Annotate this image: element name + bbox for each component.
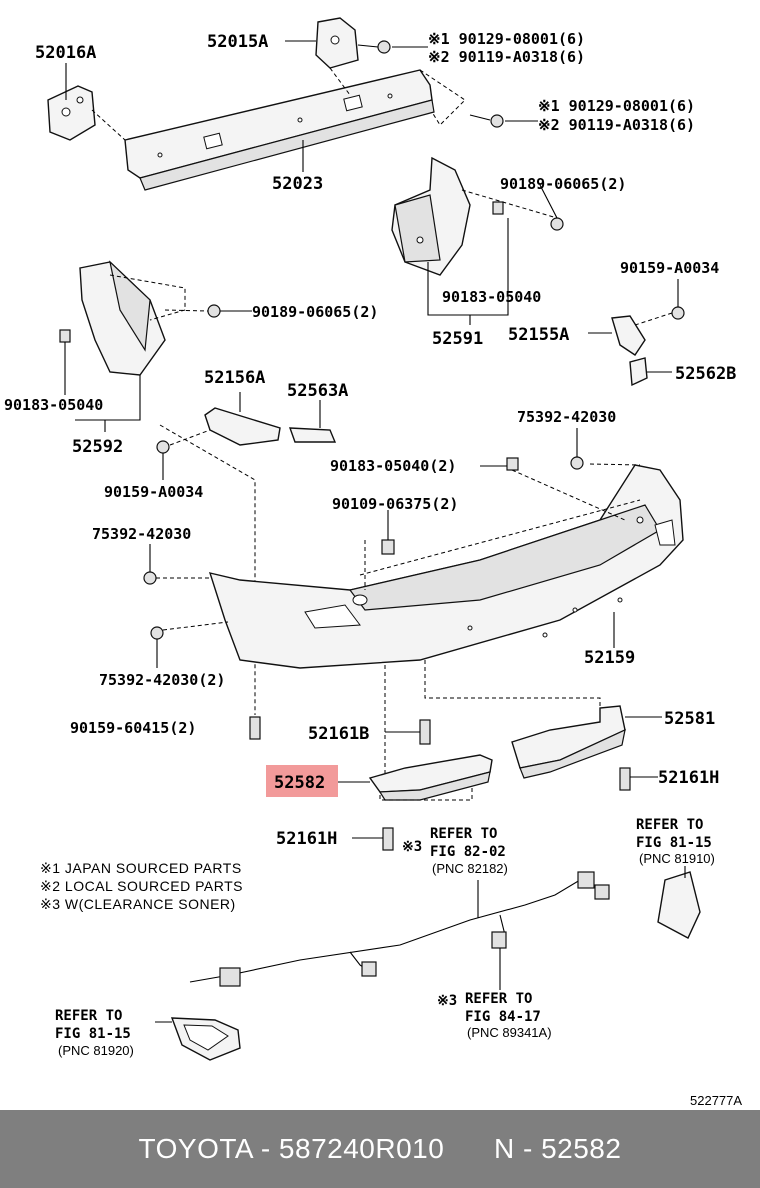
label-note2-b: ※2 90119-A0318(6)	[538, 116, 695, 134]
ref-title-8417: REFER TO	[465, 991, 532, 1007]
parts-diagram: 52016A 52015A ※1 90129-08001(6) ※2 90119…	[4, 17, 742, 1108]
clip-52562B[interactable]	[629, 357, 648, 387]
bolt-icon	[156, 440, 170, 454]
label-90183-center: 90183-05040(2)	[330, 457, 456, 475]
footer-part-number: TOYOTA - 587240R010 N - 52582	[138, 1133, 622, 1164]
ref-fig-8202[interactable]: FIG 82-02	[430, 844, 506, 860]
label-note1-a: ※1 90129-08001(6)	[428, 30, 585, 48]
bumper-cover-52159[interactable]	[208, 464, 684, 669]
label-90183-left: 90183-05040	[4, 396, 103, 414]
ref-title-8115-left: REFER TO	[55, 1008, 122, 1024]
label-90189-left: 90189-06065(2)	[252, 303, 378, 321]
bolt-icon	[671, 306, 685, 320]
ref-title-8202: REFER TO	[430, 826, 497, 842]
clip-icon	[381, 539, 395, 555]
bracket-52016A[interactable]	[47, 85, 96, 141]
label-75392-low: 75392-42030(2)	[99, 671, 225, 689]
label-90189-right: 90189-06065(2)	[500, 175, 626, 193]
label-52161H-right: 52161H	[658, 768, 719, 788]
label-52563A: 52563A	[287, 381, 348, 401]
clip-icon	[59, 329, 71, 343]
ref-pnc-81910: (PNC 81910)	[639, 851, 715, 866]
bolt-icon	[377, 40, 391, 54]
label-52016A: 52016A	[35, 43, 96, 63]
ref-fig-8417[interactable]: FIG 84-17	[465, 1009, 541, 1025]
ref-fig-8115-left[interactable]: FIG 81-15	[55, 1026, 131, 1042]
label-52015A: 52015A	[207, 32, 268, 52]
label-90109: 90109-06375(2)	[332, 495, 458, 513]
screw-icon	[207, 304, 221, 318]
label-52155A: 52155A	[508, 325, 569, 345]
note-2: ※2 LOCAL SOURCED PARTS	[40, 878, 243, 894]
label-52156A: 52156A	[204, 368, 265, 388]
bracket-52563A[interactable]	[288, 427, 337, 443]
highlight-box	[266, 765, 338, 797]
bracket-52581[interactable]	[511, 705, 626, 779]
bolt-icon	[570, 456, 584, 470]
ref-title-8115-right: REFER TO	[636, 817, 703, 833]
label-90159-60415: 90159-60415(2)	[70, 719, 196, 737]
label-note1-b: ※1 90129-08001(6)	[538, 97, 695, 115]
diagram-code: 522777A	[690, 1093, 742, 1108]
retainer-52591[interactable]	[391, 156, 471, 276]
label-90183-right: 90183-05040	[442, 288, 541, 306]
label-52023: 52023	[272, 174, 323, 194]
bolt-icon	[143, 571, 157, 585]
bracket-52156A[interactable]	[204, 407, 281, 446]
clip-icon	[506, 457, 519, 471]
label-52562B: 52562B	[675, 364, 736, 384]
ref-pnc-82182: (PNC 82182)	[432, 861, 508, 876]
ref-fig-8115-right[interactable]: FIG 81-15	[636, 835, 712, 851]
label-52581: 52581	[664, 709, 715, 729]
ref-part-81910	[657, 871, 701, 939]
bolt-icon	[490, 114, 504, 128]
bracket-52015A[interactable]	[315, 17, 359, 69]
bracket-52582[interactable]	[368, 754, 493, 801]
label-52161B: 52161B	[308, 724, 369, 744]
bracket-52155A[interactable]	[611, 315, 646, 356]
mark3-a: ※3	[402, 839, 422, 855]
retainer-52592[interactable]	[79, 260, 166, 376]
label-52592: 52592	[72, 437, 123, 457]
label-52159: 52159	[584, 648, 635, 668]
clip-52161H-left[interactable]	[382, 827, 394, 851]
note-3: ※3 W(CLEARANCE SONER)	[40, 896, 236, 912]
label-90159-right: 90159-A0034	[620, 259, 719, 277]
ref-part-81920	[170, 1017, 241, 1061]
label-75392-mid: 75392-42030	[92, 525, 191, 543]
clip-52161B[interactable]	[419, 719, 431, 745]
bolt-icon	[150, 626, 164, 640]
ref-pnc-81920: (PNC 81920)	[58, 1043, 134, 1058]
wire-harness	[189, 871, 610, 987]
mark3-b: ※3	[437, 993, 457, 1009]
ref-pnc-89341A: (PNC 89341A)	[467, 1025, 552, 1040]
label-90159-left: 90159-A0034	[104, 483, 203, 501]
label-52591: 52591	[432, 329, 483, 349]
reinforcement-52023[interactable]	[124, 69, 435, 191]
label-52582-highlighted[interactable]: 52582	[274, 773, 325, 793]
clip-52161H-right[interactable]	[619, 767, 631, 791]
screw-icon	[249, 716, 261, 740]
label-note2-a: ※2 90119-A0318(6)	[428, 48, 585, 66]
screw-icon	[550, 217, 564, 231]
label-75392-top: 75392-42030	[517, 408, 616, 426]
footer-bar: TOYOTA - 587240R010 N - 52582	[0, 1110, 760, 1188]
note-1: ※1 JAPAN SOURCED PARTS	[40, 860, 242, 876]
label-52161H-left: 52161H	[276, 829, 337, 849]
clip-icon	[492, 201, 504, 215]
